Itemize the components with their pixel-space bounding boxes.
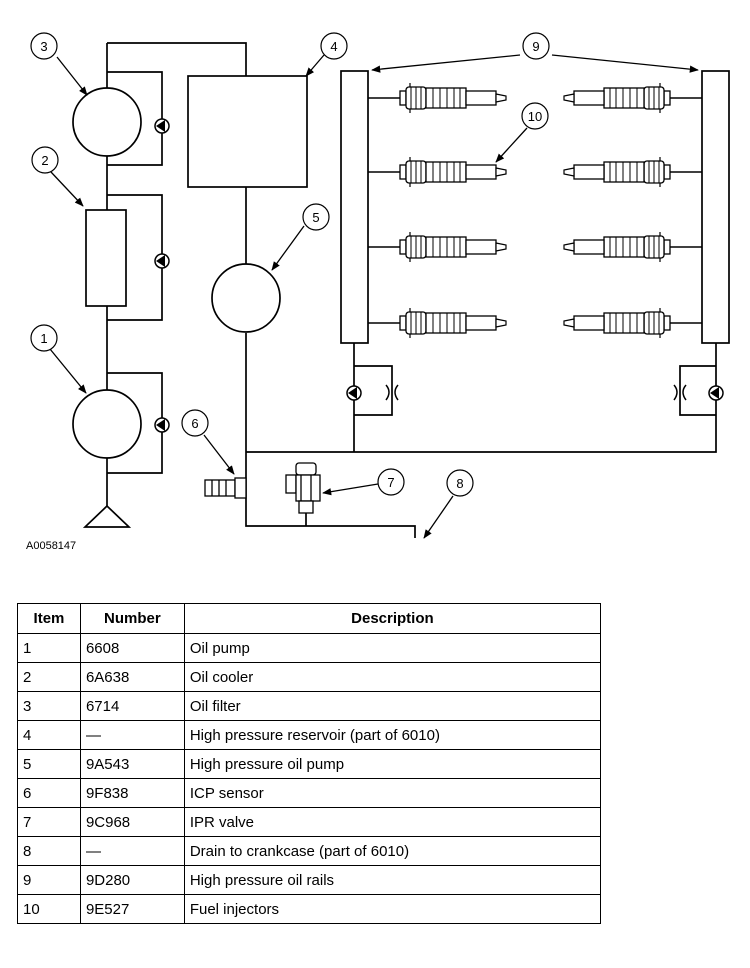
item-cell: 9 bbox=[17, 865, 81, 895]
number-cell: 9A543 bbox=[79, 749, 185, 779]
check-valve-icon bbox=[708, 385, 724, 401]
number-cell: 9F838 bbox=[79, 778, 185, 808]
svg-text:5: 5 bbox=[312, 210, 319, 225]
table-row: 1 6608 Oil pump bbox=[17, 633, 602, 663]
number-cell: — bbox=[79, 836, 185, 866]
oil-system-diagram: 1 2 3 4 5 6 7 8 9 10 A0058147 bbox=[26, 32, 730, 552]
item-cell: 1 bbox=[17, 633, 81, 663]
figure-id: A0058147 bbox=[26, 540, 76, 552]
svg-text:8: 8 bbox=[456, 476, 463, 491]
description-cell: High pressure oil rails bbox=[183, 865, 602, 895]
svg-text:3: 3 bbox=[40, 39, 47, 54]
fuel-injector bbox=[563, 156, 671, 188]
fuel-injector bbox=[563, 231, 671, 263]
check-valve-icon bbox=[154, 253, 170, 269]
table-row: 3 6714 Oil filter bbox=[17, 691, 602, 721]
item-cell: 3 bbox=[17, 691, 81, 721]
check-valve-icon bbox=[346, 385, 362, 401]
item-cell: 8 bbox=[17, 836, 81, 866]
right-oil-rail bbox=[701, 70, 730, 344]
description-cell: ICP sensor bbox=[183, 778, 602, 808]
table-row: 6 9F838 ICP sensor bbox=[17, 778, 602, 808]
number-cell: 6714 bbox=[79, 691, 185, 721]
description-cell: High pressure reservoir (part of 6010) bbox=[183, 720, 602, 750]
number-cell: 6608 bbox=[79, 633, 185, 663]
check-valve-icon bbox=[154, 118, 170, 134]
parts-table: Item Number Description 1 6608 Oil pump … bbox=[17, 603, 602, 924]
fuel-injector bbox=[399, 231, 507, 263]
description-cell: Oil pump bbox=[183, 633, 602, 663]
fuel-injector bbox=[399, 156, 507, 188]
hp-pump-symbol bbox=[211, 263, 281, 333]
item-cell: 4 bbox=[17, 720, 81, 750]
table-row: 9 9D280 High pressure oil rails bbox=[17, 865, 602, 895]
svg-text:2: 2 bbox=[41, 153, 48, 168]
callout-10: 10 bbox=[521, 102, 549, 130]
number-cell: 9D280 bbox=[79, 865, 185, 895]
fuel-injector bbox=[563, 307, 671, 339]
callout-6: 6 bbox=[181, 409, 209, 437]
column-header-number: Number bbox=[79, 603, 185, 634]
number-cell: 9E527 bbox=[79, 894, 185, 924]
table-row: 7 9C968 IPR valve bbox=[17, 807, 602, 837]
oil-filter-symbol bbox=[72, 87, 142, 157]
description-cell: High pressure oil pump bbox=[183, 749, 602, 779]
column-header-item: Item bbox=[17, 603, 81, 634]
table-header-row: Item Number Description bbox=[17, 603, 602, 634]
item-cell: 10 bbox=[17, 894, 81, 924]
description-cell: Oil cooler bbox=[183, 662, 602, 692]
ipr-valve-symbol bbox=[285, 462, 321, 514]
callout-9: 9 bbox=[522, 32, 550, 60]
sump-symbol bbox=[82, 504, 132, 528]
svg-text:6: 6 bbox=[191, 416, 198, 431]
callout-3: 3 bbox=[30, 32, 58, 60]
icp-sensor-symbol bbox=[204, 477, 247, 499]
oil-cooler-symbol bbox=[85, 209, 127, 307]
item-cell: 5 bbox=[17, 749, 81, 779]
left-oil-rail bbox=[340, 70, 369, 344]
svg-text:1: 1 bbox=[40, 331, 47, 346]
item-cell: 7 bbox=[17, 807, 81, 837]
svg-text:7: 7 bbox=[387, 475, 394, 490]
check-valve-icon bbox=[154, 417, 170, 433]
svg-text:9: 9 bbox=[532, 39, 539, 54]
fuel-injector bbox=[399, 307, 507, 339]
table-row: 2 6A638 Oil cooler bbox=[17, 662, 602, 692]
number-cell: 9C968 bbox=[79, 807, 185, 837]
item-cell: 2 bbox=[17, 662, 81, 692]
callout-5: 5 bbox=[302, 203, 330, 231]
description-cell: Fuel injectors bbox=[183, 894, 602, 924]
fuel-injector bbox=[563, 82, 671, 114]
description-cell: Drain to crankcase (part of 6010) bbox=[183, 836, 602, 866]
description-cell: IPR valve bbox=[183, 807, 602, 837]
callout-8: 8 bbox=[446, 469, 474, 497]
table-row: 8 — Drain to crankcase (part of 6010) bbox=[17, 836, 602, 866]
column-header-description: Description bbox=[183, 603, 602, 634]
oil-pump-symbol bbox=[72, 389, 142, 459]
table-row: 4 — High pressure reservoir (part of 601… bbox=[17, 720, 602, 750]
callout-4: 4 bbox=[320, 32, 348, 60]
callout-1: 1 bbox=[30, 324, 58, 352]
description-cell: Oil filter bbox=[183, 691, 602, 721]
callout-7: 7 bbox=[377, 468, 405, 496]
number-cell: — bbox=[79, 720, 185, 750]
callout-2: 2 bbox=[31, 146, 59, 174]
number-cell: 6A638 bbox=[79, 662, 185, 692]
reservoir-symbol bbox=[187, 75, 308, 188]
svg-text:4: 4 bbox=[330, 39, 337, 54]
fuel-injector bbox=[399, 82, 507, 114]
svg-text:10: 10 bbox=[528, 109, 542, 124]
table-row: 10 9E527 Fuel injectors bbox=[17, 894, 602, 924]
table-row: 5 9A543 High pressure oil pump bbox=[17, 749, 602, 779]
item-cell: 6 bbox=[17, 778, 81, 808]
